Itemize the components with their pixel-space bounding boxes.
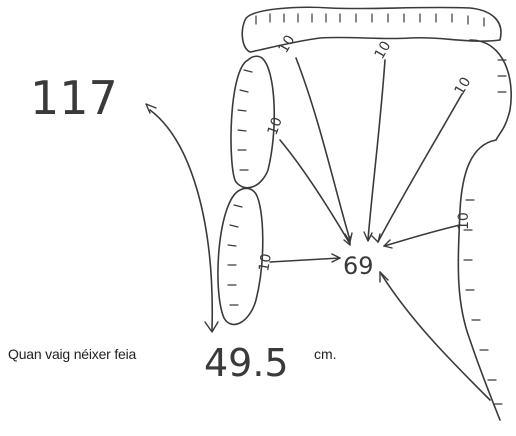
center-number: 69 [343, 252, 374, 280]
arrow-117-head [145, 103, 157, 114]
lower-oval-ticks [227, 204, 243, 306]
label-upper-oval: 10 [265, 115, 286, 137]
arrow-top-middle [367, 59, 386, 241]
upper-left-oval [230, 55, 275, 189]
center-arrowheads [331, 231, 393, 283]
upper-oval-ticks [237, 69, 253, 171]
top-band-ticks [255, 13, 485, 27]
top-left-number: 117 [30, 71, 118, 125]
arrow-lower-oval [269, 257, 341, 263]
arrow-upper-oval [279, 139, 351, 245]
label-top-middle: 10 [372, 39, 395, 62]
arrow-top-right [377, 93, 463, 243]
right-band-ticks [463, 59, 507, 405]
label-top-left: 10 [276, 33, 299, 56]
label-right-band: 10 [456, 212, 472, 230]
arrow-bottom-right [379, 271, 491, 401]
handwritten-result: 49.5 [204, 341, 289, 385]
right-band-outline [457, 39, 512, 421]
arrow-result-head [204, 321, 219, 333]
arrow-top-left [295, 57, 351, 241]
caption-prefix: Quan vaig néixer feia [8, 346, 137, 362]
label-lower-oval: 10 [256, 252, 275, 272]
label-top-right: 10 [452, 75, 475, 98]
arrow-117-to-result [149, 109, 214, 331]
top-band-outline [241, 6, 502, 53]
caption-unit: cm. [314, 346, 337, 362]
lower-left-oval [217, 187, 264, 326]
arrow-right-band [383, 224, 461, 247]
